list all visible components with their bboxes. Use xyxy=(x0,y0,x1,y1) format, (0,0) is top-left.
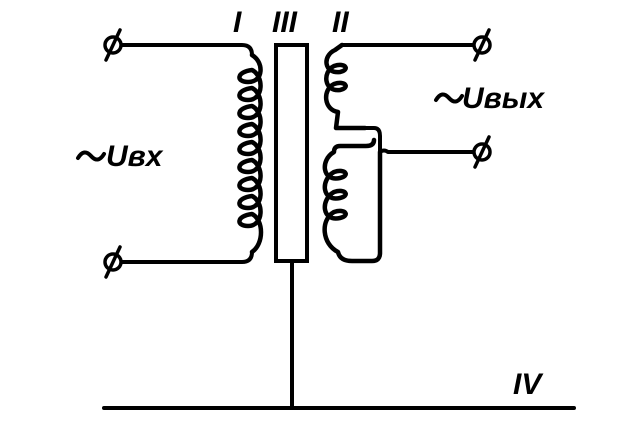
core-rect xyxy=(274,43,309,263)
output-wire-tap xyxy=(363,126,484,154)
input-circuit: Uвх xyxy=(76,28,264,279)
label-core: III xyxy=(272,6,298,39)
input-terminal-top[interactable] xyxy=(103,28,123,62)
tilde-icon xyxy=(434,92,464,104)
primary-winding xyxy=(237,52,264,255)
input-wire-bottom xyxy=(111,250,254,264)
output-voltage-label: Uвых xyxy=(434,82,545,115)
label-winding-primary: I xyxy=(233,6,242,39)
input-terminal-bottom[interactable] xyxy=(103,245,123,279)
label-winding-secondary: II xyxy=(332,6,349,39)
svg-text:Uвх: Uвх xyxy=(106,140,164,173)
input-voltage-label: Uвх xyxy=(76,140,164,173)
transformer-core xyxy=(274,43,309,410)
tilde-icon xyxy=(76,150,106,162)
output-terminal-tap[interactable] xyxy=(472,135,492,169)
output-circuit: Uвых xyxy=(322,28,545,264)
svg-text:Uвых: Uвых xyxy=(462,82,545,115)
label-ground: IV xyxy=(513,368,544,401)
input-wire-top xyxy=(111,43,254,57)
secondary-winding-upper xyxy=(324,42,368,131)
output-terminal-top[interactable] xyxy=(472,28,492,62)
secondary-winding-lower xyxy=(322,137,383,264)
